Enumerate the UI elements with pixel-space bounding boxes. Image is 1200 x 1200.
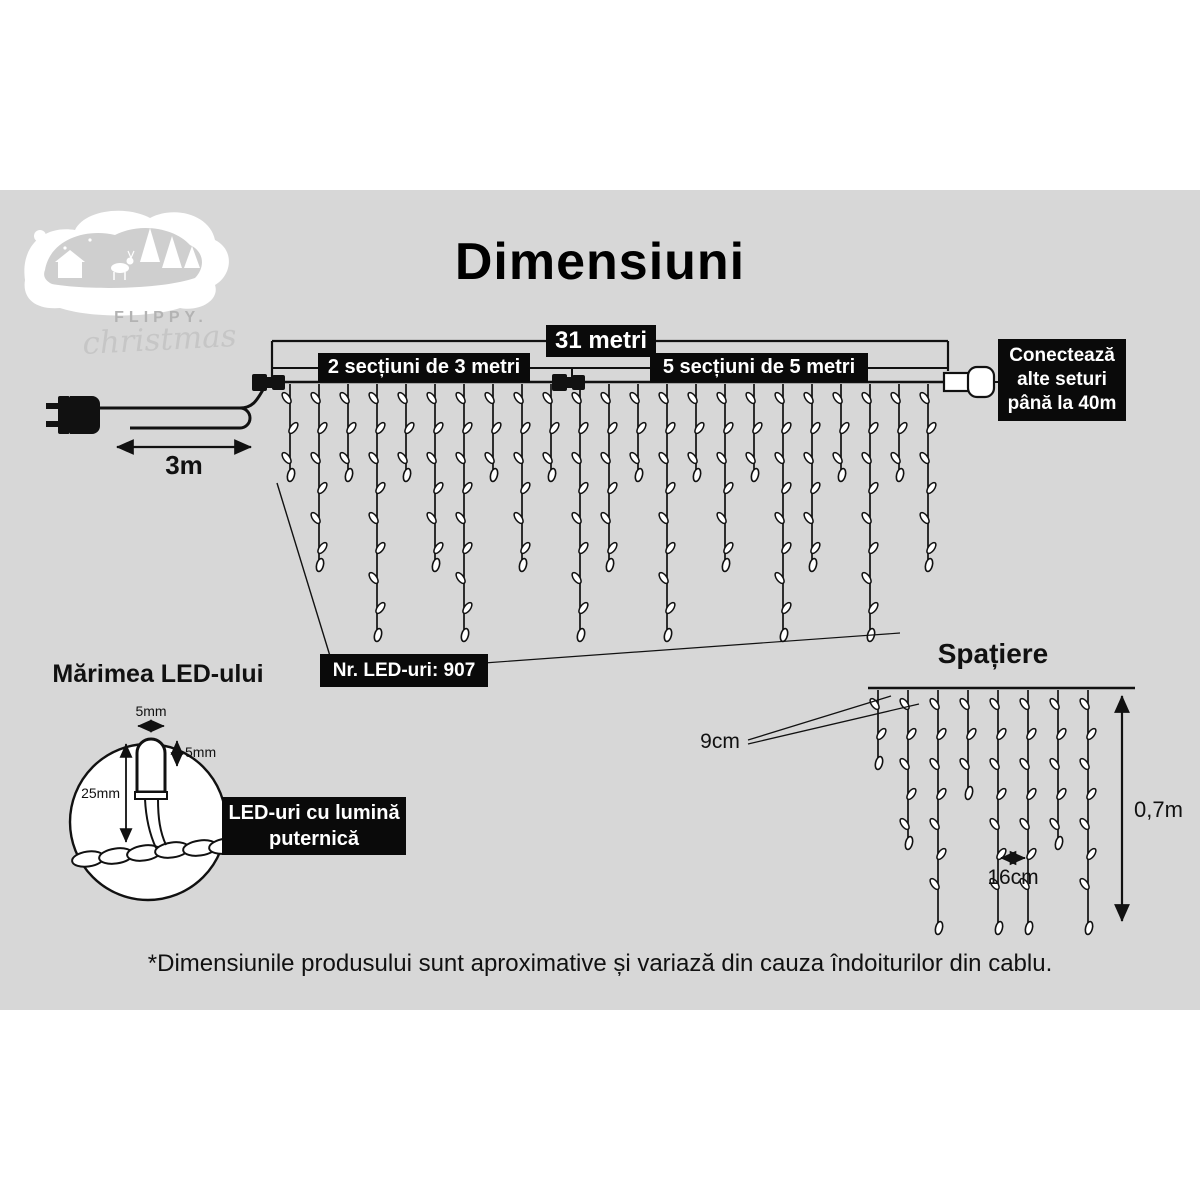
bulb-cap-label: 5mm	[185, 744, 216, 760]
twisted-wire-icon	[71, 837, 244, 868]
drop-height-label: 0,7m	[1134, 797, 1183, 822]
moon-icon	[34, 230, 46, 242]
total-length-badge: 31 metri	[546, 325, 656, 357]
tree-icon	[162, 236, 182, 268]
deer-icon	[111, 250, 135, 280]
led-power-line-2: puternică	[268, 828, 360, 850]
drop-gap-label: 16cm	[987, 866, 1038, 889]
led-gap-label: 9cm	[700, 730, 740, 753]
led-count-badge: Nr. LED-uri: 907	[320, 654, 488, 687]
inline-connector-icon	[252, 374, 285, 391]
lead-wire	[100, 387, 266, 430]
led-size-heading: Mărimea LED-ului	[52, 660, 264, 688]
lead-length-label: 3m	[165, 450, 203, 480]
connect-more-sets-badge: Conectează alte seturi până la 40m	[998, 339, 1126, 421]
led-closeup	[68, 719, 244, 902]
logo-brand-text: FLIPPY.	[114, 309, 208, 326]
spacing-heading: Spațiere	[937, 638, 1049, 669]
led-count-pointer-lines	[276, 482, 901, 664]
page-title: Dimensiuni	[454, 233, 746, 291]
spacing-light-string	[868, 686, 1135, 936]
bulb-height-label: 25mm	[81, 785, 120, 801]
tree-icon	[140, 228, 160, 262]
power-plug-icon	[46, 396, 100, 434]
bulb-width-label: 5mm	[135, 703, 166, 719]
connect-line-1: Conectează	[1009, 345, 1115, 366]
main-light-string	[272, 380, 948, 643]
end-connector-icon	[942, 365, 1000, 399]
led-power-line-1: LED-uri cu lumină	[228, 802, 400, 824]
led-bulb-icon	[134, 737, 168, 800]
left-section-badge: 2 secțiuni de 3 metri	[318, 353, 530, 382]
flippy-christmas-logo	[24, 210, 229, 316]
house-icon	[58, 262, 82, 278]
bulb-wire	[157, 798, 167, 846]
inline-connector-icon	[552, 374, 585, 391]
tree-icon	[184, 246, 200, 268]
connect-line-2: alte seturi	[1017, 369, 1107, 390]
house-roof-icon	[55, 250, 85, 262]
spacing-annotations	[747, 695, 1130, 922]
right-section-badge: 5 secțiuni de 5 metri	[650, 353, 868, 382]
connect-line-3: până la 40m	[1007, 393, 1117, 414]
led-power-badge: LED-uri cu lumină puternică	[222, 797, 406, 855]
disclaimer-text: *Dimensiunile produsului sunt aproximati…	[147, 950, 1053, 977]
bulb-wire	[144, 798, 157, 849]
